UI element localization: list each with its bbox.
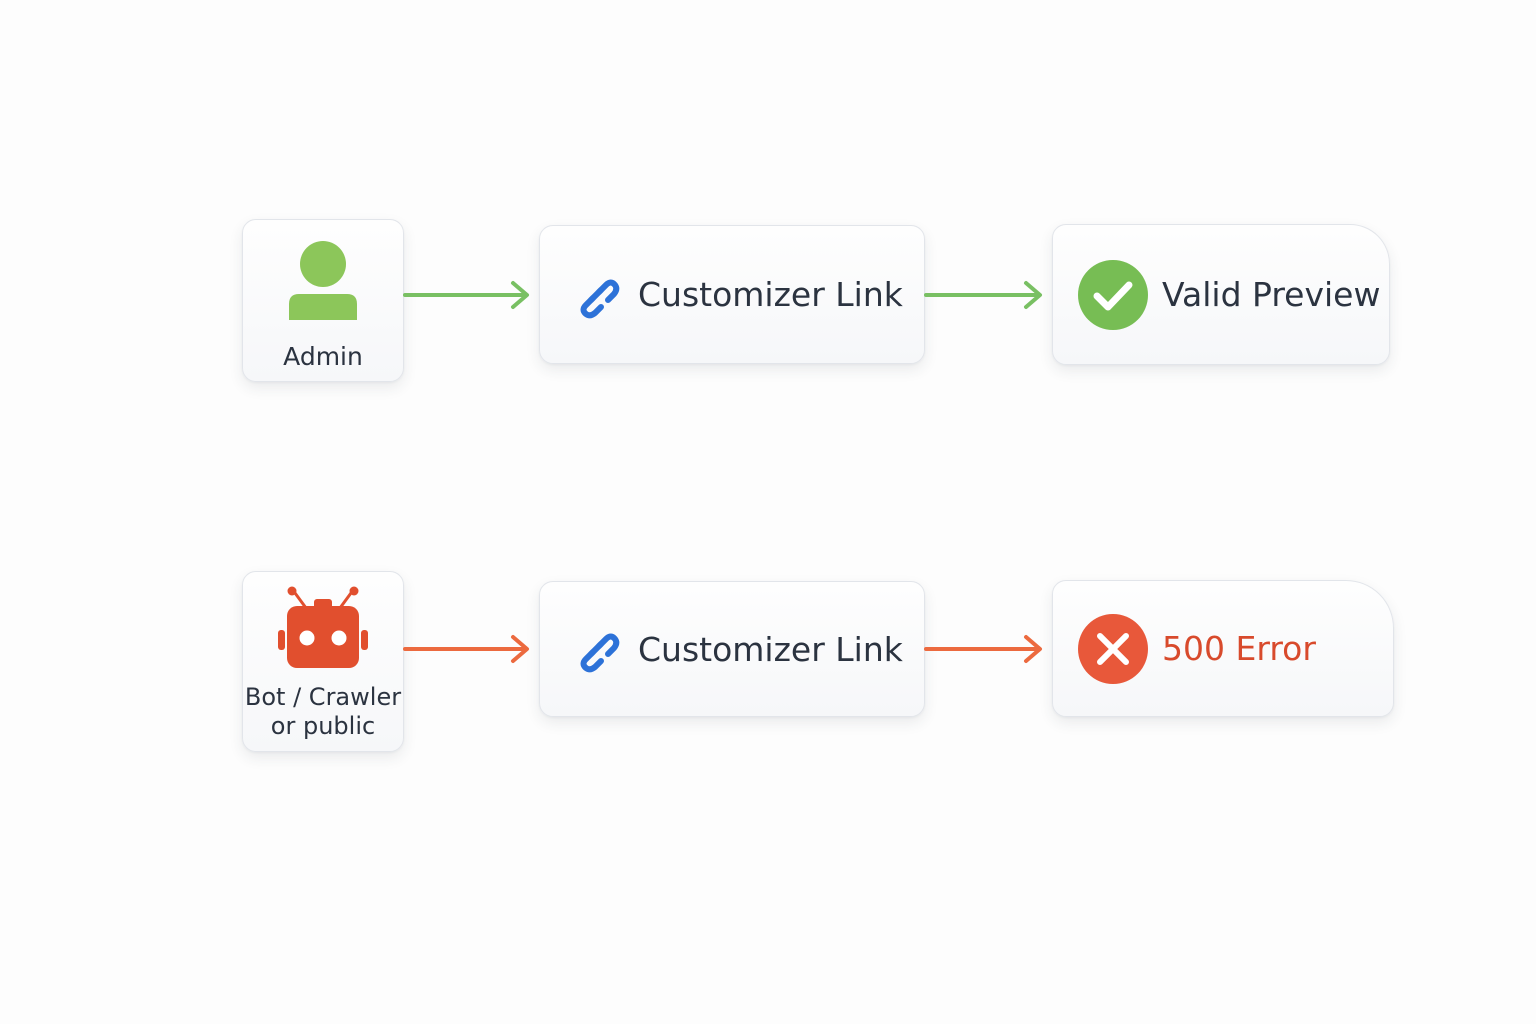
error-label: 500 Error [1162,629,1316,668]
valid-preview-node: Valid Preview [1052,224,1390,365]
customizer-link-label: Customizer Link [638,275,903,314]
check-circle-icon [1078,259,1148,330]
bot-actor-card: Bot / Crawler or public [242,571,404,752]
bot-sublabel: or public [270,712,376,740]
x-circle-icon [1078,613,1148,684]
bot-label: Bot / Crawler [244,683,402,711]
user-icon [289,241,357,320]
customizer-link-node-bot[interactable]: Customizer Link [539,581,925,717]
success-arrow-2 [924,281,1042,309]
customizer-link-label: Customizer Link [638,629,903,669]
valid-preview-label: Valid Preview [1162,275,1381,314]
admin-actor-card: Admin [242,219,404,382]
admin-label: Admin [283,342,363,371]
error-arrow-2 [924,635,1042,663]
success-arrow-1 [403,281,529,309]
error-arrow-1 [403,635,529,663]
link-icon [580,279,620,318]
link-icon [580,633,620,673]
customizer-link-node-admin[interactable]: Customizer Link [539,225,925,364]
robot-icon [278,586,368,668]
error-node: 500 Error [1052,580,1394,717]
